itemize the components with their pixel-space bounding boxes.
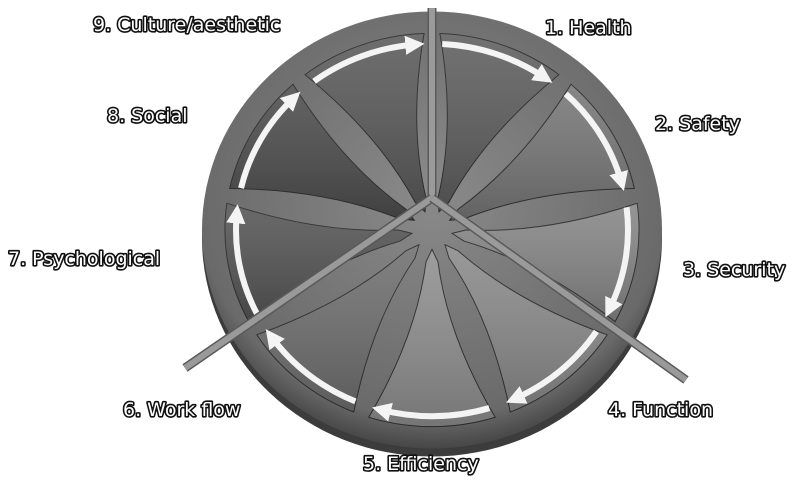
- segment-label-1: 1. Health: [545, 17, 632, 39]
- segment-label-2: 2. Safety: [655, 113, 740, 135]
- segment-label-8: 8. Social: [107, 105, 188, 127]
- segment-label-4: 4. Function: [608, 399, 713, 421]
- segment-label-6: 6. Work flow: [123, 399, 240, 421]
- segment-label-3: 3. Security: [683, 259, 785, 281]
- segment-label-5: 5. Efficiency: [363, 453, 479, 475]
- segment-label-9: 9. Culture/aesthetic: [93, 14, 280, 36]
- segment-label-7: 7. Psychological: [8, 248, 160, 270]
